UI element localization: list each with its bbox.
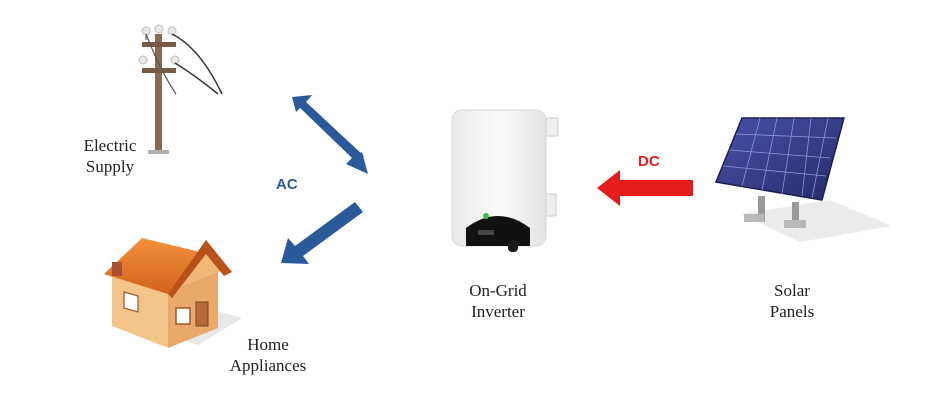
home-appliances-line1: Home [247,335,289,354]
electric-supply-line1: Electric [83,136,137,155]
inverter-icon [451,109,559,252]
dc-arrow [597,170,693,206]
inverter-line1: On-Grid [469,281,527,300]
ac-arrow-to-home [281,202,363,264]
electric-supply-line2: Supply [85,157,135,176]
electric-supply-label: Electric Supply [70,135,150,177]
ac-arrow-from-grid [296,100,368,174]
dc-label: DC [638,153,660,170]
solar-panels-line1: Solar [774,281,810,300]
solar-panels-line2: Panels [769,302,815,321]
solar-panel-icon [714,117,892,242]
utility-pole-icon [138,24,223,154]
inverter-label: On-Grid Inverter [446,280,550,322]
solar-panels-label: Solar Panels [752,280,832,322]
home-appliances-label: Home Appliances [216,334,320,376]
home-appliances-line2: Appliances [229,356,307,375]
house-icon [104,238,242,348]
inverter-line2: Inverter [471,302,525,321]
ac-label: AC [276,176,298,193]
